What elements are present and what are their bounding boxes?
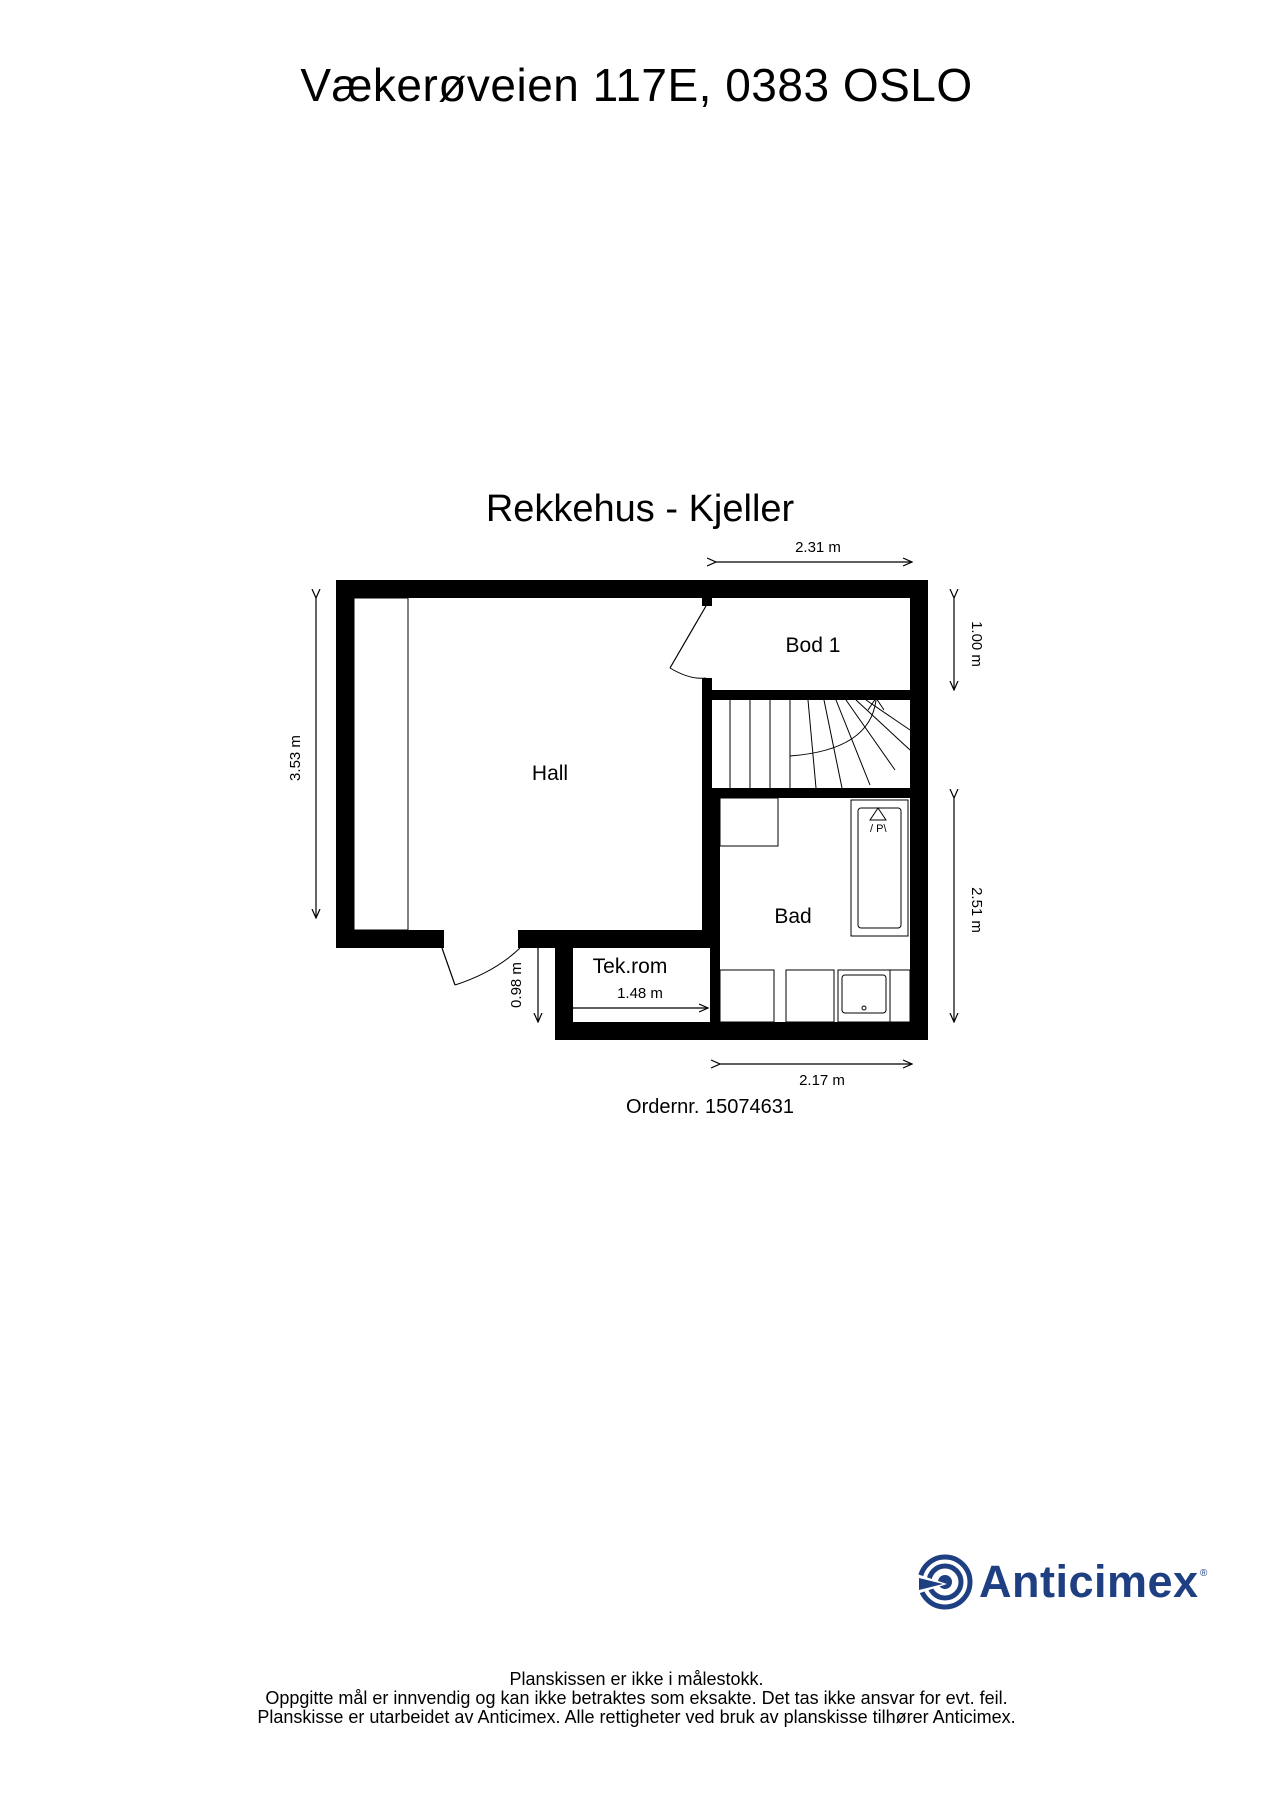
registered-mark: ® (1200, 1568, 1208, 1579)
plan-title: Rekkehus - Kjeller (485, 488, 795, 530)
bod-door-opening (702, 606, 712, 678)
room-label-bad: Bad (774, 905, 811, 928)
hall-right-wall (702, 598, 712, 800)
cabinet-mid (785, 969, 835, 1023)
hall-floor (354, 598, 702, 930)
cabinet-right (889, 969, 911, 1023)
bathroom-fixtures: / P\ (719, 797, 911, 1023)
order-number: Ordernr. 15074631 (626, 1096, 794, 1118)
footer-line-1: Planskissen er ikke i målestokk. (509, 1669, 764, 1689)
dim-bod-height: 1.00 m (968, 621, 985, 667)
anticimex-logo-icon (917, 1554, 973, 1610)
dimension-lines (316, 562, 954, 1064)
dim-hall-height: 3.53 m (287, 735, 304, 781)
dim-top-width: 2.31 m (795, 539, 841, 556)
shelf (719, 797, 779, 847)
room-label-tekrom: Tek.rom (593, 955, 668, 978)
hall-door (441, 947, 521, 986)
shower-icon (869, 807, 887, 821)
bod-stair-wall (710, 690, 910, 700)
bad-left-wall (710, 788, 720, 1022)
dim-tekrom-height: 0.98 m (508, 962, 525, 1008)
hall-door-opening (442, 930, 520, 948)
cabinet-left (719, 969, 775, 1023)
anticimex-logo-text: Anticimex (979, 1556, 1199, 1607)
staircase (729, 697, 911, 789)
bod-floor (712, 598, 910, 690)
stair-bad-wall (710, 788, 910, 798)
hall-door-jamb-r (518, 930, 522, 948)
dim-bad-width: 2.17 m (799, 1072, 845, 1089)
hall-door-jamb-l (440, 930, 444, 948)
address-title: Vækerøveien 117E, 0383 OSLO (300, 59, 973, 111)
svg-text:/ P\: / P\ (870, 823, 887, 835)
dim-bad-height: 2.51 m (968, 887, 985, 933)
bod-door (669, 605, 707, 679)
bathtub (850, 799, 909, 937)
anticimex-logo: Anticimex ® (917, 1554, 1217, 1614)
footer-line-2: Oppgitte mål er innvendig og kan ikke be… (265, 1688, 1008, 1708)
bad-floor (720, 798, 910, 1022)
room-label-hall: Hall (532, 762, 568, 785)
footer-line-3: Planskisse er utarbeidet av Anticimex. A… (257, 1707, 1016, 1727)
room-label-bod: Bod 1 (786, 634, 841, 657)
dim-tekrom-width: 1.48 m (617, 985, 663, 1002)
footer: Planskissen er ikke i målestokk. Oppgitt… (0, 1670, 1273, 1727)
stair-floor (712, 700, 910, 788)
hall-bottom-wall (520, 930, 710, 948)
walls (336, 580, 928, 1040)
